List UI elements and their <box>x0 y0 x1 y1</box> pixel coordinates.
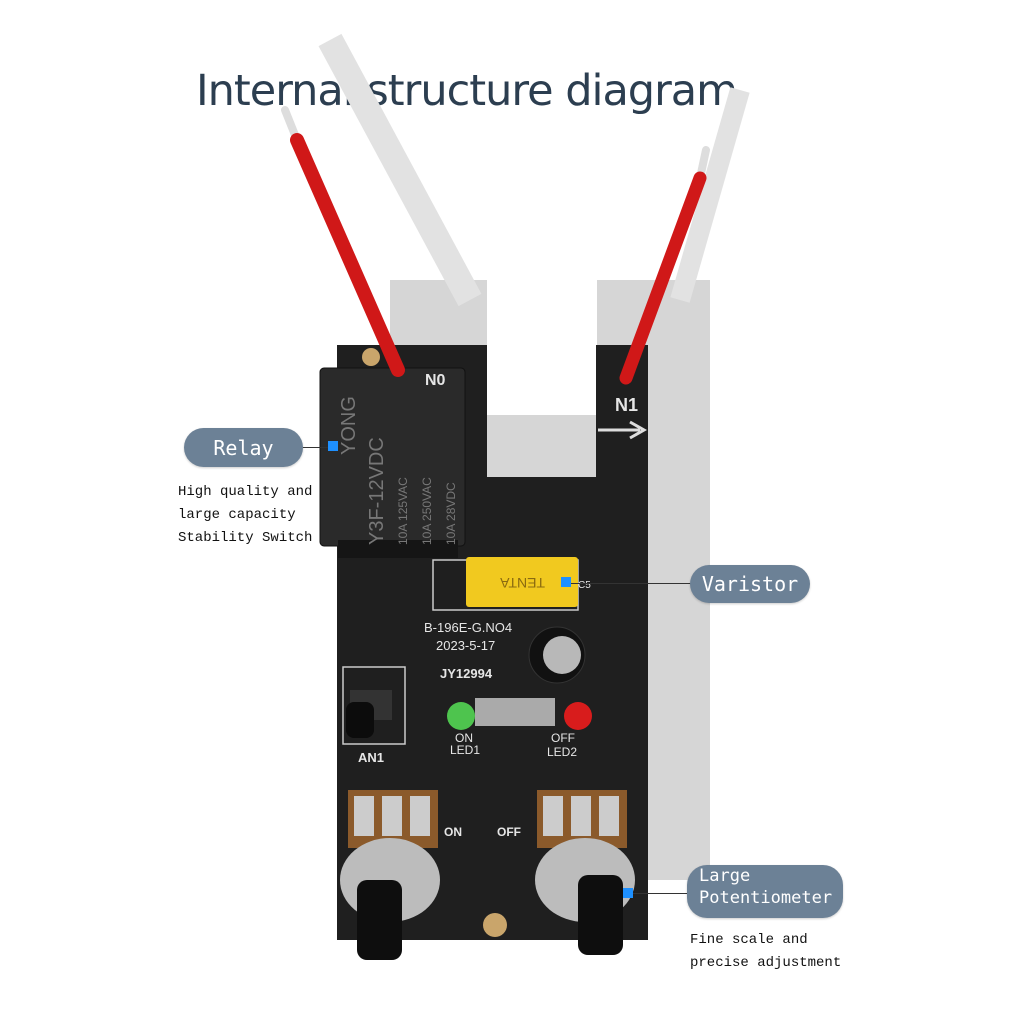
svg-text:LED1: LED1 <box>450 743 480 757</box>
svg-text:OFF: OFF <box>551 731 575 745</box>
potentiometer-right <box>535 790 635 955</box>
push-button <box>346 702 374 738</box>
relay-description: High quality and large capacity Stabilit… <box>178 481 312 550</box>
svg-text:JY12994: JY12994 <box>440 666 493 681</box>
desc-line: precise adjustment <box>690 955 842 971</box>
label-line: Potentiometer <box>699 888 833 908</box>
svg-text:ON: ON <box>444 825 462 839</box>
relay-label: Relay <box>184 428 303 467</box>
svg-text:N1: N1 <box>615 395 638 415</box>
svg-text:2023-5-17: 2023-5-17 <box>436 638 495 653</box>
varistor-leader-line <box>571 583 691 584</box>
led-green <box>447 702 475 730</box>
desc-line: large capacity <box>178 507 296 523</box>
potentiometer-leader-line <box>633 893 688 894</box>
wire-right <box>619 171 707 385</box>
led-red <box>564 702 592 730</box>
relay-brand: YONG <box>338 396 360 455</box>
svg-text:OFF: OFF <box>497 825 521 839</box>
varistor-label: Varistor <box>690 565 810 603</box>
svg-text:AN1: AN1 <box>358 750 384 765</box>
potentiometer-description: Fine scale and precise adjustment <box>690 929 841 975</box>
label-line: Large <box>699 866 751 886</box>
desc-line: High quality and <box>178 484 313 500</box>
svg-text:10A 250VAC: 10A 250VAC <box>420 477 434 545</box>
relay-marker <box>328 441 338 451</box>
svg-text:10A 125VAC: 10A 125VAC <box>396 477 410 545</box>
screw <box>362 348 380 366</box>
svg-text:Y3F-12VDC: Y3F-12VDC <box>366 437 388 545</box>
svg-text:TENTA: TENTA <box>499 575 545 591</box>
desc-line: Fine scale and <box>690 932 808 948</box>
diode <box>475 698 555 726</box>
arrow-icon <box>598 420 648 440</box>
potentiometer-left <box>340 790 440 960</box>
varistor-marker <box>561 577 571 587</box>
potentiometer-label: Large Potentiometer <box>687 865 843 918</box>
svg-text:10A 28VDC: 10A 28VDC <box>444 482 458 545</box>
svg-text:N0: N0 <box>425 372 446 389</box>
potentiometer-marker <box>623 888 633 898</box>
relay-leader-line <box>303 447 333 448</box>
varistor <box>466 557 578 607</box>
desc-line: Stability Switch <box>178 530 313 546</box>
svg-text:C5: C5 <box>578 580 591 591</box>
wire-shadow <box>318 33 482 307</box>
svg-text:B-196E-G.NO4: B-196E-G.NO4 <box>424 620 512 635</box>
svg-text:LED2: LED2 <box>547 745 577 759</box>
wire-left <box>290 133 405 377</box>
svg-text:ON: ON <box>455 731 473 745</box>
